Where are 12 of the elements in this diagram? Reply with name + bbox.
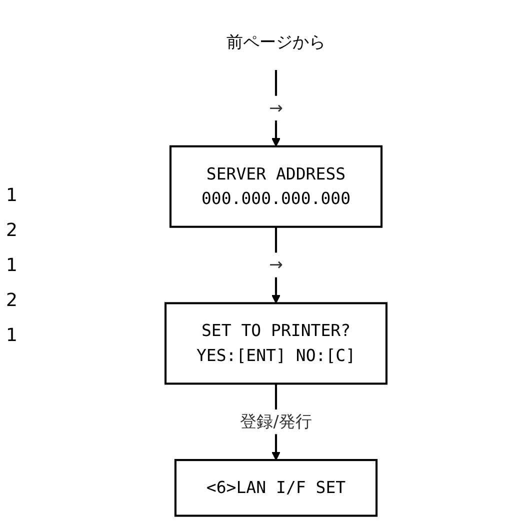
row-number: 1 (6, 254, 18, 276)
node-box: SERVER ADDRESS 000.000.000.000 (169, 145, 383, 228)
node-box: <6>LAN I/F SET (174, 459, 378, 517)
row-number: 1 (6, 324, 18, 346)
node-text: 前ページから (226, 32, 326, 52)
edge-label: → (269, 98, 283, 118)
edge-label: → (269, 254, 283, 274)
node-box: SET TO PRINTER? YES:[ENT] NO:[C] (164, 302, 388, 385)
row-number: 2 (6, 220, 18, 240)
edge-label: 登録/発行 (240, 412, 312, 432)
row-number: 2 (6, 290, 18, 310)
row-number: 1 (6, 184, 18, 206)
